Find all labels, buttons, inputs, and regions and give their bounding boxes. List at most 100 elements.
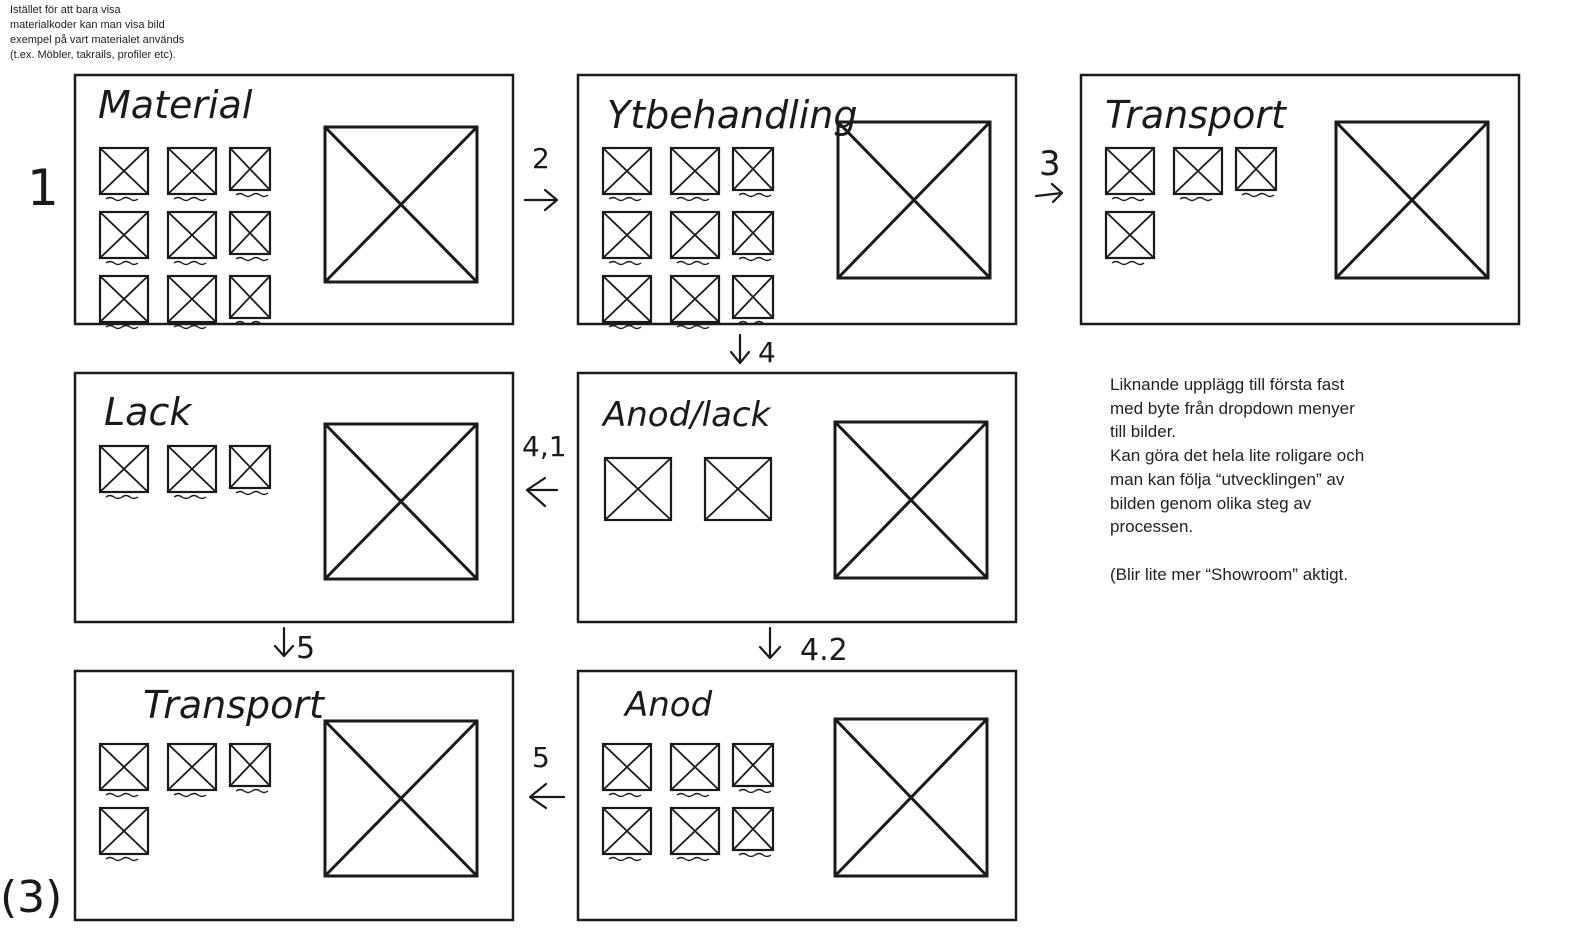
description-line: med byte från dropdown menyer — [1110, 398, 1355, 418]
thumbnail-image-icon — [1104, 210, 1156, 260]
thumbnail-image-icon — [669, 742, 721, 792]
page-label: 1 — [27, 159, 59, 217]
thumbnail-cross — [1105, 147, 1155, 195]
image-placeholder-cross — [836, 120, 992, 280]
thumbnail-cross — [229, 211, 271, 255]
thumbnail-cross — [99, 275, 149, 323]
thumbnail — [601, 806, 653, 862]
thumbnail — [228, 444, 272, 496]
thumbnail-caption-squiggle — [738, 320, 772, 326]
flow-arrows — [273, 182, 1064, 810]
thumbnail-caption-squiggle — [105, 324, 139, 330]
thumbnail-cross — [167, 147, 217, 195]
thumbnail-cross — [732, 147, 774, 191]
thumbnail — [601, 210, 653, 266]
thumbnail-image-icon — [98, 210, 150, 260]
frame-border — [576, 371, 1018, 624]
thumbnail-cross — [99, 743, 149, 791]
thumbnail-caption-squiggle — [1241, 192, 1275, 198]
intro-note-line: Istället för att bara visa — [10, 4, 121, 16]
frame-border — [1079, 73, 1521, 326]
image-placeholder-cross — [323, 125, 479, 284]
thumbnail-caption-squiggle — [608, 260, 642, 266]
thumbnail-caption-squiggle — [1179, 196, 1213, 202]
thumbnail-cross — [704, 457, 772, 521]
thumbnail — [228, 742, 272, 794]
thumbnail-caption-squiggle — [173, 196, 207, 202]
thumbnail — [669, 210, 721, 266]
step-labels: 1 2 3 4 4,1 5 4.2 5 (3) — [0, 142, 1061, 923]
thumbnail-image-icon — [601, 210, 653, 260]
image-placeholder-cross — [323, 422, 479, 581]
thumbnail-cross — [732, 807, 774, 851]
thumbnail-image-icon — [601, 742, 653, 792]
thumbnail-caption-squiggle — [105, 494, 139, 500]
thumbnail-cross — [732, 743, 774, 787]
arrow-down-icon — [273, 626, 295, 658]
thumbnail-caption-squiggle — [173, 494, 207, 500]
image-placeholder-icon — [836, 120, 992, 280]
thumbnail — [228, 146, 272, 198]
thumbnail-image-icon — [601, 146, 653, 196]
thumbnail-cross — [1105, 211, 1155, 259]
thumbnail-image-icon — [98, 274, 150, 324]
arrow-right-icon — [1034, 182, 1064, 204]
thumbnail-image-icon — [1172, 146, 1224, 196]
thumbnail-caption-squiggle — [235, 788, 269, 794]
thumbnail — [1172, 146, 1224, 202]
screen-title: Anod — [623, 685, 713, 725]
thumbnail-caption-squiggle — [105, 856, 139, 862]
screen-title: Transport — [1105, 93, 1288, 137]
thumbnail — [98, 444, 150, 500]
thumbnail-image-icon — [228, 444, 272, 490]
step-label-2: 2 — [532, 142, 550, 175]
thumbnail — [98, 274, 150, 330]
thumbnail-caption-squiggle — [676, 260, 710, 266]
thumbnail-cross — [602, 807, 652, 855]
arrow-down-icon — [758, 626, 782, 660]
thumbnail-cross — [167, 211, 217, 259]
thumbnail-image-icon — [228, 742, 272, 788]
thumbnail-cross — [602, 743, 652, 791]
thumbnail-image-icon — [603, 456, 673, 522]
thumbnail — [98, 742, 150, 798]
image-placeholder-icon — [323, 422, 479, 581]
thumbnail-image-icon — [703, 456, 773, 522]
thumbnail — [731, 742, 775, 794]
thumbnail-image-icon — [731, 274, 775, 320]
thumbnail — [98, 146, 150, 202]
thumbnail-cross — [99, 211, 149, 259]
thumbnail — [669, 742, 721, 798]
thumbnail-cross — [99, 445, 149, 493]
thumbnail — [166, 210, 218, 266]
thumbnail-cross — [99, 147, 149, 195]
thumbnail-caption-squiggle — [608, 856, 642, 862]
thumbnail-image-icon — [669, 210, 721, 260]
thumbnail-caption-squiggle — [608, 324, 642, 330]
thumbnail-cross — [602, 275, 652, 323]
thumbnail-image-icon — [166, 742, 218, 792]
frame-border — [73, 669, 515, 922]
thumbnail — [669, 146, 721, 202]
image-placeholder-cross — [1334, 120, 1490, 280]
image-placeholder-cross — [833, 717, 989, 878]
step-label-4-2: 4.2 — [800, 633, 848, 668]
thumbnail-caption-squiggle — [608, 196, 642, 202]
description-line: till bilder. — [1110, 422, 1177, 442]
thumbnail-cross — [670, 807, 720, 855]
thumbnail-image-icon — [166, 274, 218, 324]
thumbnail — [669, 274, 721, 330]
thumbnail-caption-squiggle — [738, 788, 772, 794]
thumbnail — [731, 210, 775, 262]
thumbnail-cross — [229, 275, 271, 319]
image-placeholder-icon — [323, 125, 479, 284]
thumbnail-caption-squiggle — [676, 196, 710, 202]
thumbnail-cross — [670, 147, 720, 195]
thumbnail-image-icon — [98, 806, 150, 856]
thumbnail — [1234, 146, 1278, 198]
thumbnail-image-icon — [731, 210, 775, 256]
thumbnail-image-icon — [669, 806, 721, 856]
frame-border — [576, 73, 1018, 326]
arrow-down-icon — [729, 333, 751, 365]
